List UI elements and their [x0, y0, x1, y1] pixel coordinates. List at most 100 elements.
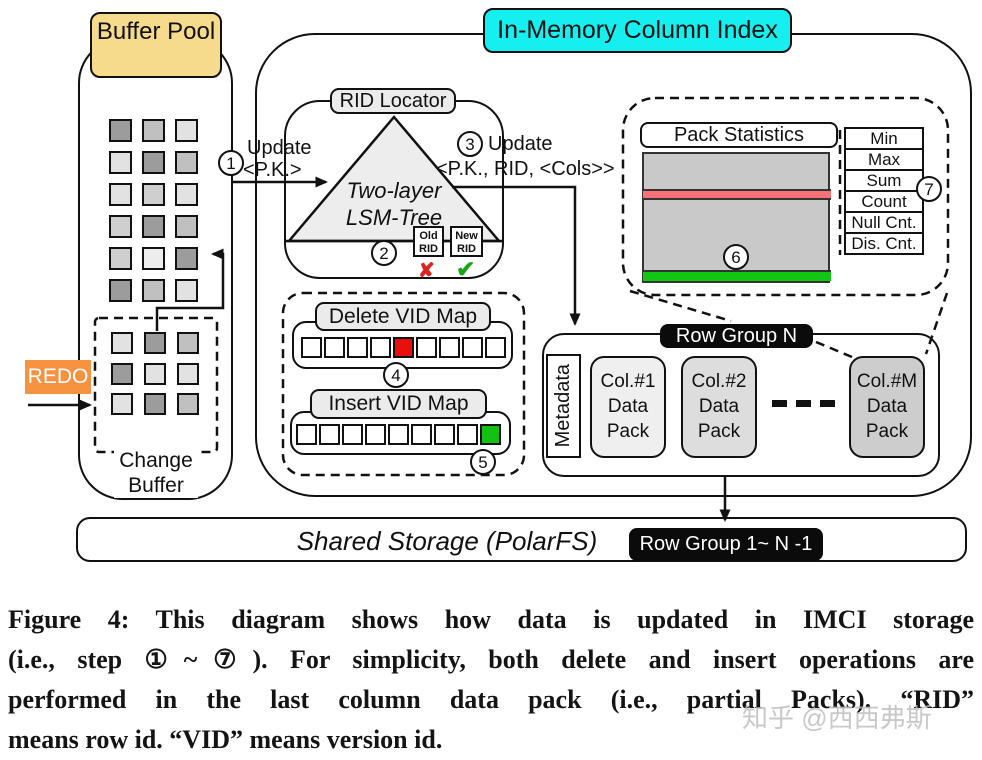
memory-page-cell: [142, 119, 165, 142]
pack-statistics-list: Min Max Sum Count Null Cnt. Dis. Cnt.: [844, 127, 924, 255]
vid-cell: [457, 424, 478, 445]
lsm-tree-label: Two-layer LSM-Tree: [320, 177, 468, 231]
vid-cell: [324, 337, 345, 358]
change-buffer-label: Change Buffer: [114, 448, 198, 498]
col1-line1: Col.#1: [600, 371, 656, 392]
row-group-n-badge: Row Group N: [660, 324, 813, 348]
step-3-number: 3: [465, 134, 475, 154]
col2-line2: Data: [698, 396, 740, 417]
step-3-update-label: Update: [488, 133, 553, 155]
new-rid-line2: RID: [457, 243, 476, 255]
stat-dis-cnt: Dis. Cnt.: [844, 232, 924, 255]
step-2-circle: 2: [371, 240, 397, 266]
step-6-circle: 6: [723, 244, 749, 270]
memory-page-cell: [177, 393, 199, 415]
vid-cell: [416, 337, 437, 358]
check-icon: ✔: [456, 256, 476, 282]
shared-storage-label: Shared Storage (PolarFS): [296, 526, 598, 556]
memory-page-cell: [144, 393, 166, 415]
col1-data-pack: Col.#1 Data Pack: [590, 356, 666, 458]
delete-vid-map-cells: [301, 337, 506, 358]
col2-line1: Col.#2: [691, 371, 747, 392]
col1-line2: Data: [607, 396, 649, 417]
step-1-circle: 1: [218, 150, 244, 176]
col2-line3: Pack: [697, 421, 741, 442]
cross-icon: ✘: [418, 260, 435, 282]
figure-caption: Figure 4: This diagram shows how data is…: [8, 600, 974, 760]
col1-line3: Pack: [606, 421, 650, 442]
old-rid-box: Old RID: [413, 226, 444, 257]
memory-page-cell: [111, 332, 133, 354]
change-buffer-grid: [111, 332, 199, 415]
redo-box: REDO: [25, 360, 91, 394]
memory-page-cell: [144, 332, 166, 354]
dash: [772, 400, 787, 407]
metadata-label: Metadata: [552, 364, 574, 448]
vid-cell: [485, 337, 506, 358]
step-6-number: 6: [731, 247, 741, 267]
pack-stats-red-stripe: [643, 189, 831, 200]
memory-page-cell: [142, 247, 165, 270]
pack-stats-green-stripe: [643, 270, 831, 281]
step-2-number: 2: [379, 243, 389, 263]
insert-vid-map-cells: [296, 424, 501, 445]
step-7-circle: 7: [916, 176, 942, 202]
vid-cell: [388, 424, 409, 445]
step-1-update-label: Update: [247, 137, 312, 159]
rid-locator-label: RID Locator: [330, 88, 456, 114]
step-5-circle: 5: [470, 449, 496, 475]
colM-line1: Col.#M: [856, 371, 918, 392]
metadata-box: Metadata: [546, 354, 581, 458]
step-1-pk-label: <P.K.>: [243, 159, 302, 181]
memory-page-cell: [111, 393, 133, 415]
step-4-circle: 4: [383, 362, 409, 388]
step-4-number: 4: [391, 365, 401, 385]
memory-page-cell: [175, 247, 198, 270]
memory-page-cell: [177, 332, 199, 354]
dash: [820, 400, 835, 407]
delete-vid-map-label: Delete VID Map: [315, 302, 491, 331]
new-rid-line1: New: [455, 230, 478, 242]
caption-line-4: means row id. “VID” means version id.: [8, 725, 443, 754]
step-1-number: 1: [226, 153, 236, 173]
vid-cell: [347, 337, 368, 358]
memory-page-cell: [109, 215, 132, 238]
memory-page-cell: [175, 183, 198, 206]
memory-page-cell: [175, 215, 198, 238]
vid-cell: [342, 424, 363, 445]
memory-page-cell: [109, 151, 132, 174]
memory-page-cell: [144, 362, 166, 385]
memory-page-cell: [142, 215, 165, 238]
watermark: 知乎 @西西弗斯: [742, 703, 932, 733]
caption-line-3: performed in the last column data pack (…: [8, 685, 974, 714]
vid-cell: [393, 337, 414, 358]
memory-page-cell: [111, 362, 133, 385]
new-rid-box: New RID: [450, 226, 483, 257]
memory-page-cell: [109, 279, 132, 302]
colM-line3: Pack: [865, 421, 909, 442]
colM-data-pack: Col.#M Data Pack: [849, 356, 925, 458]
caption-line-2: (i.e., step ①~⑦). For simplicity, both d…: [8, 645, 974, 674]
dash: [796, 400, 811, 407]
step-3-cols-label: <P.K., RID, <Cols>>: [436, 158, 615, 180]
vid-cell: [296, 424, 317, 445]
change-buffer-label-line2: Buffer: [128, 474, 184, 497]
vid-cell: [434, 424, 455, 445]
insert-vid-map-label: Insert VID Map: [310, 389, 487, 419]
old-rid-line1: Old: [419, 230, 438, 242]
memory-page-cell: [142, 279, 165, 302]
row-group-1-n1-badge: Row Group 1~ N -1: [629, 528, 823, 561]
vid-cell: [480, 424, 501, 445]
stat-max: Max: [844, 148, 924, 171]
vid-cell: [365, 424, 386, 445]
step-7-number: 7: [924, 179, 934, 199]
old-rid-line2: RID: [419, 243, 438, 255]
vid-cell: [462, 337, 483, 358]
memory-page-cell: [109, 119, 132, 142]
imci-title: In-Memory Column Index: [483, 8, 792, 53]
vid-cell: [370, 337, 391, 358]
memory-page-cell: [175, 151, 198, 174]
memory-page-cell: [109, 183, 132, 206]
memory-page-cell: [142, 183, 165, 206]
